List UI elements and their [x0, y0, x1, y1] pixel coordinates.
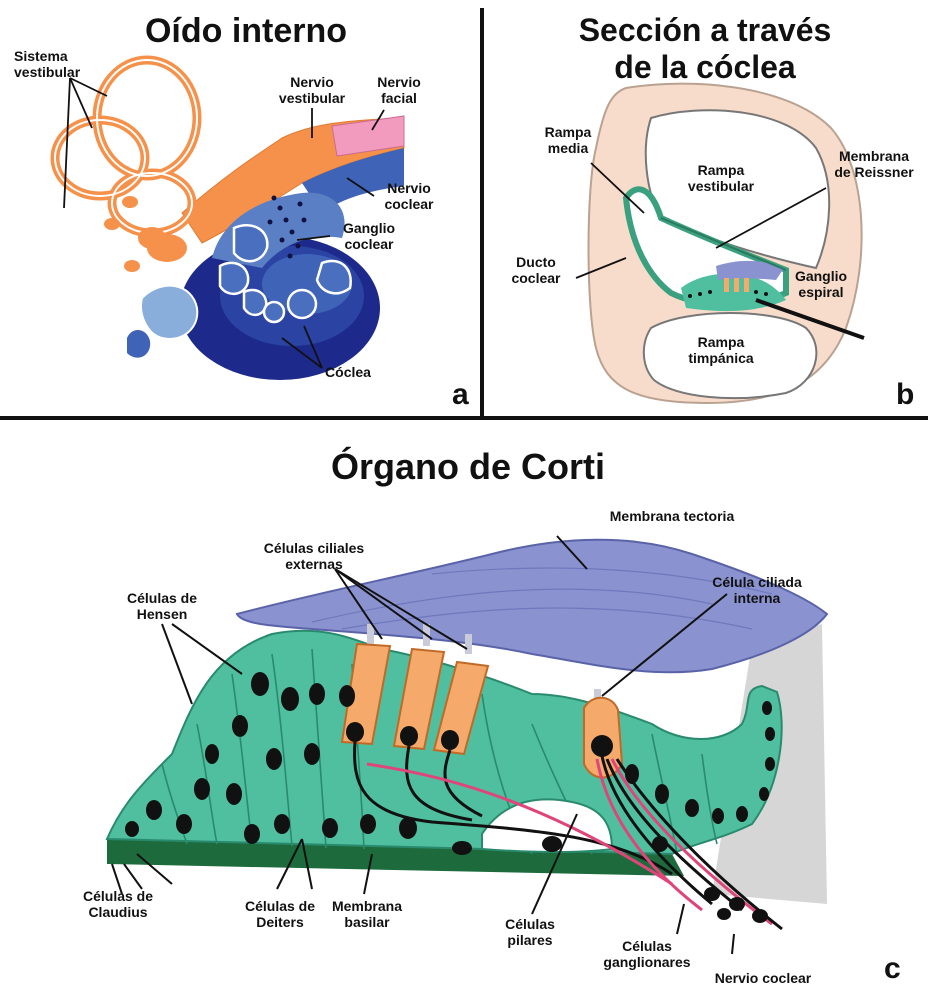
- label-rampa-media: Rampa media: [538, 124, 598, 156]
- label-nervio-coclear-c: Nervio coclear: [698, 970, 828, 986]
- panel-c-title: Órgano de Corti: [12, 446, 924, 488]
- panel-divider-horizontal: [0, 416, 928, 420]
- label-nervio-vestibular: Nervio vestibular: [262, 74, 362, 106]
- panel-a-letter: a: [452, 378, 469, 412]
- panel-b-title-line1: Sección a través: [486, 12, 924, 49]
- label-nervio-facial: Nervio facial: [364, 74, 434, 106]
- panel-divider-vertical: [480, 8, 484, 420]
- panel-b-title: Sección a través de la cóclea: [486, 12, 924, 86]
- panel-organ-of-corti: Órgano de Corti Membrana tectoria Célula…: [12, 424, 924, 992]
- label-ducto-coclear: Ducto coclear: [496, 254, 576, 286]
- label-celulas-hensen: Células de Hensen: [112, 590, 212, 622]
- label-celulas-ciliales-externas: Células ciliales externas: [254, 540, 374, 572]
- label-sistema-vestibular: Sistema vestibular: [14, 48, 104, 80]
- label-rampa-timpanica: Rampa timpánica: [676, 334, 766, 366]
- label-rampa-vestibular: Rampa vestibular: [676, 162, 766, 194]
- panel-b-letter: b: [896, 378, 914, 412]
- label-membrana-basilar: Membrana basilar: [322, 898, 412, 930]
- panel-inner-ear: Oído interno Sistema vestibular Nervio v…: [12, 8, 480, 412]
- round-window-shape: [141, 286, 197, 339]
- panel-c-letter: c: [884, 952, 901, 986]
- label-nervio-coclear-a: Nervio coclear: [372, 180, 446, 212]
- label-celulas-ganglionares: Células ganglionares: [592, 938, 702, 970]
- label-ganglio-coclear: Ganglio coclear: [334, 220, 404, 252]
- panel-cochlea-section: Sección a través de la cóclea Rampa medi…: [486, 8, 924, 412]
- label-celulas-deiters: Células de Deiters: [230, 898, 330, 930]
- stapes-shape: [127, 330, 150, 358]
- hair-cells-b: [724, 278, 749, 292]
- panel-b-title-line2: de la cóclea: [486, 49, 924, 86]
- label-celula-ciliada-interna: Célula ciliada interna: [702, 574, 812, 606]
- label-coclea: Cóclea: [318, 364, 378, 380]
- label-celulas-claudius: Células de Claudius: [68, 888, 168, 920]
- label-ganglio-espiral: Ganglio espiral: [786, 268, 856, 300]
- label-membrana-reissner: Membrana de Reissner: [834, 148, 914, 180]
- label-celulas-pilares: Células pilares: [490, 916, 570, 948]
- label-membrana-tectoria: Membrana tectoria: [597, 508, 747, 524]
- panel-a-title: Oído interno: [12, 12, 480, 51]
